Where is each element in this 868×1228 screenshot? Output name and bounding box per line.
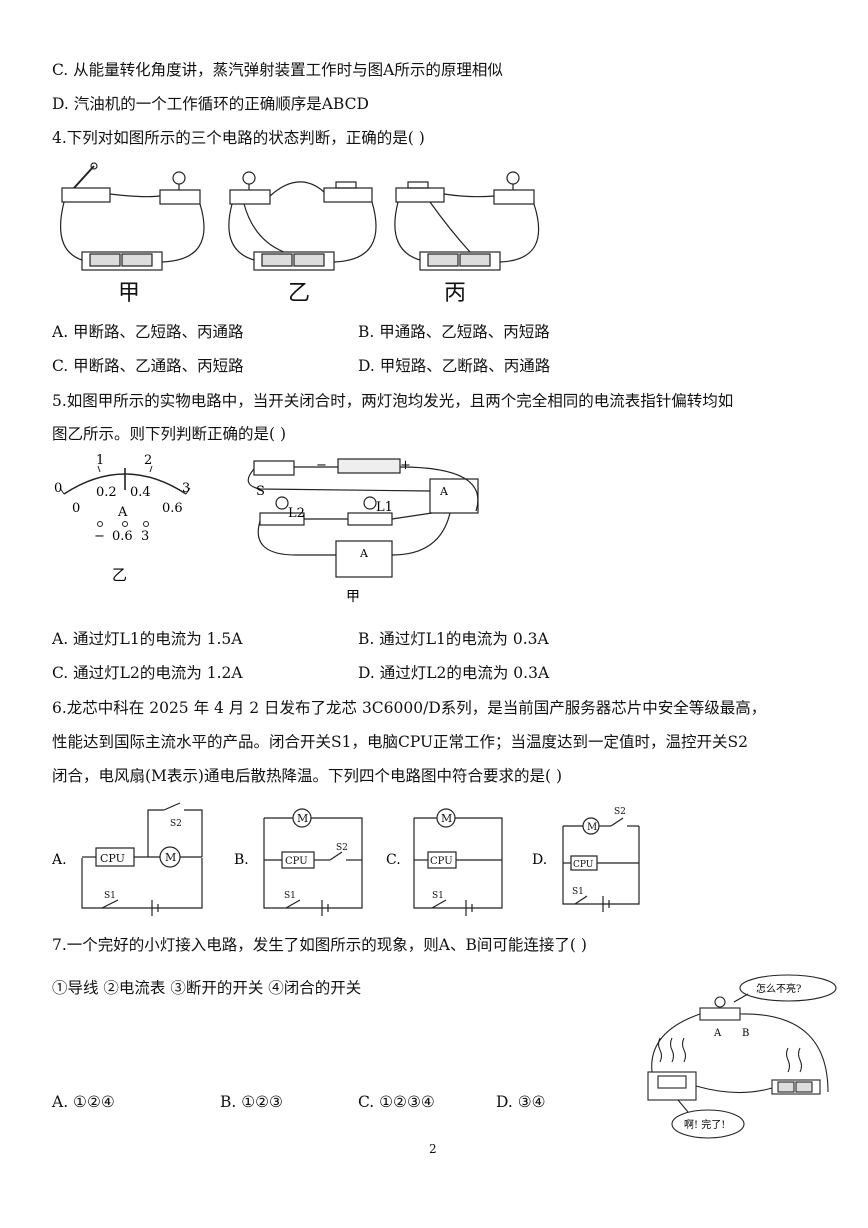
dial-terminal-06: 0.6 <box>112 529 133 544</box>
q6d-motor: M <box>587 822 597 833</box>
point-b: B <box>742 1028 749 1039</box>
q5-stem-line1: 5.如图甲所示的实物电路中，当开关闭合时，两灯泡均发光，且两个完全相同的电流表指… <box>52 392 734 410</box>
dial-terminal-minus: − <box>94 529 105 544</box>
dial-terminal-3: 3 <box>141 529 149 544</box>
q6b-s1: S1 <box>284 891 296 901</box>
q7-option-d[interactable]: D. ③④ <box>496 1093 546 1111</box>
q5-option-c[interactable]: C. 通过灯L2的电流为 1.2A <box>52 664 243 682</box>
circuit-jia <box>60 162 205 271</box>
dial-top-tick-2: 2 <box>144 453 152 468</box>
circuit-lamp1-label: L1 <box>376 500 393 515</box>
q7-figure: 怎么不亮? 啊! 完了! A B <box>638 972 843 1147</box>
circuit-bing <box>394 171 540 271</box>
q6a-s2: S2 <box>170 819 182 829</box>
q6a-s1: S1 <box>104 891 116 901</box>
circuit-option-c <box>413 808 503 916</box>
q6c-motor: M <box>441 812 452 825</box>
q6-stem-line3: 闭合，电风扇(M表示)通电后散热降温。下列四个电路图中符合要求的是( ) <box>52 767 562 785</box>
q6-letter-c[interactable]: C. <box>386 852 401 868</box>
dial-inner-tick-0: 0.2 <box>96 485 117 500</box>
q5-stem-line2: 图乙所示。则下列判断正确的是( ) <box>52 425 287 443</box>
circuit-switch-label: S <box>256 484 265 499</box>
circuit-yi <box>228 171 377 271</box>
circuit-lamp2-label: L2 <box>288 506 305 521</box>
q6c-s1: S1 <box>432 891 444 901</box>
q5-option-d[interactable]: D. 通过灯L2的电流为 0.3A <box>358 664 550 682</box>
q7-option-b[interactable]: B. ①②③ <box>220 1093 283 1111</box>
q6b-s2: S2 <box>336 843 348 853</box>
fig-label-bing: 丙 <box>444 281 466 306</box>
q6-letter-b[interactable]: B. <box>234 852 249 868</box>
q4-option-b[interactable]: B. 甲通路、乙短路、丙短路 <box>358 323 550 341</box>
q6d-s1: S1 <box>572 887 584 897</box>
q4-option-a[interactable]: A. 甲断路、乙短路、丙通路 <box>52 323 244 341</box>
fig-label-jia: 甲 <box>118 281 140 306</box>
q6a-motor: M <box>165 851 176 864</box>
q6a-cpu: CPU <box>100 852 125 865</box>
q7-items: ①导线 ②电流表 ③断开的开关 ④闭合的开关 <box>52 979 362 997</box>
q4-figure: 甲 乙 丙 <box>52 160 552 310</box>
dial-bottom-tick-1: 0.6 <box>162 501 183 516</box>
dial-top-tick-1: 1 <box>96 453 104 468</box>
point-a: A <box>713 1028 722 1039</box>
circuit-plus: + <box>400 458 411 473</box>
circuit-meter2-label: A <box>359 547 369 560</box>
q7-stem: 7.一个完好的小灯接入电路，发生了如图所示的现象，则A、B间可能连接了( ) <box>52 936 587 954</box>
dial-unit: A <box>117 505 128 520</box>
q7-option-c[interactable]: C. ①②③④ <box>358 1093 435 1111</box>
dial-inner-tick-1: 0.4 <box>130 485 151 500</box>
q3-option-c: C. 从能量转化角度讲，蒸汽弹射装置工作时与图A所示的原理相似 <box>52 61 503 79</box>
q6-stem-line1: 6.龙芯中科在 2025 年 4 月 2 日发布了龙芯 3C6000/D系列，是… <box>52 699 767 717</box>
q3-option-d: D. 汽油机的一个工作循环的正确顺序是ABCD <box>52 95 369 113</box>
q6-circuit-options: A. B. C. D. CPU M S2 S1 CPU M S2 S1 CPU … <box>52 800 652 920</box>
q7-option-a[interactable]: A. ①②④ <box>52 1093 115 1111</box>
q4-option-c[interactable]: C. 甲断路、乙通路、丙短路 <box>52 357 244 375</box>
dial-top-tick-0: 0 <box>54 481 62 496</box>
q6c-cpu: CPU <box>430 856 453 867</box>
circuit-minus: − <box>316 458 327 473</box>
page-number: 2 <box>429 1142 437 1156</box>
dial-top-tick-3: 3 <box>182 481 190 496</box>
fig-label-yi: 乙 <box>288 281 310 306</box>
q5-option-a[interactable]: A. 通过灯L1的电流为 1.5A <box>52 630 243 648</box>
circuit-option-a <box>81 802 203 916</box>
bubble-bottom: 啊! 完了! <box>684 1118 725 1131</box>
q6b-motor: M <box>297 812 308 825</box>
circuit-option-d <box>562 817 640 912</box>
q6b-cpu: CPU <box>285 856 308 867</box>
circuit-meter1-label: A <box>439 485 449 498</box>
q5-option-b[interactable]: B. 通过灯L1的电流为 0.3A <box>358 630 549 648</box>
bubble-top: 怎么不亮? <box>756 982 801 995</box>
dial-fig-label: 乙 <box>112 566 127 584</box>
q5-circuit-figure: S − + L1 L2 A A 甲 <box>240 455 490 605</box>
q6-stem-line2: 性能达到国际主流水平的产品。闭合开关S1，电脑CPU正常工作；当温度达到一定值时… <box>52 733 749 751</box>
q6-letter-d[interactable]: D. <box>532 852 547 868</box>
q6d-s2: S2 <box>614 807 626 817</box>
circuit-option-b <box>263 808 363 916</box>
dial-bottom-tick-0: 0 <box>72 501 80 516</box>
circuit-fig-label: 甲 <box>346 589 360 605</box>
q5-ammeter-dial: 0 1 2 3 0.2 0.4 0 0.6 A − 0.6 3 乙 <box>50 450 200 590</box>
q4-option-d[interactable]: D. 甲短路、乙断路、丙通路 <box>358 357 551 375</box>
q6d-cpu: CPU <box>573 860 594 870</box>
q4-stem: 4.下列对如图所示的三个电路的状态判断，正确的是( ) <box>52 129 425 147</box>
q6-letter-a[interactable]: A. <box>52 852 67 868</box>
